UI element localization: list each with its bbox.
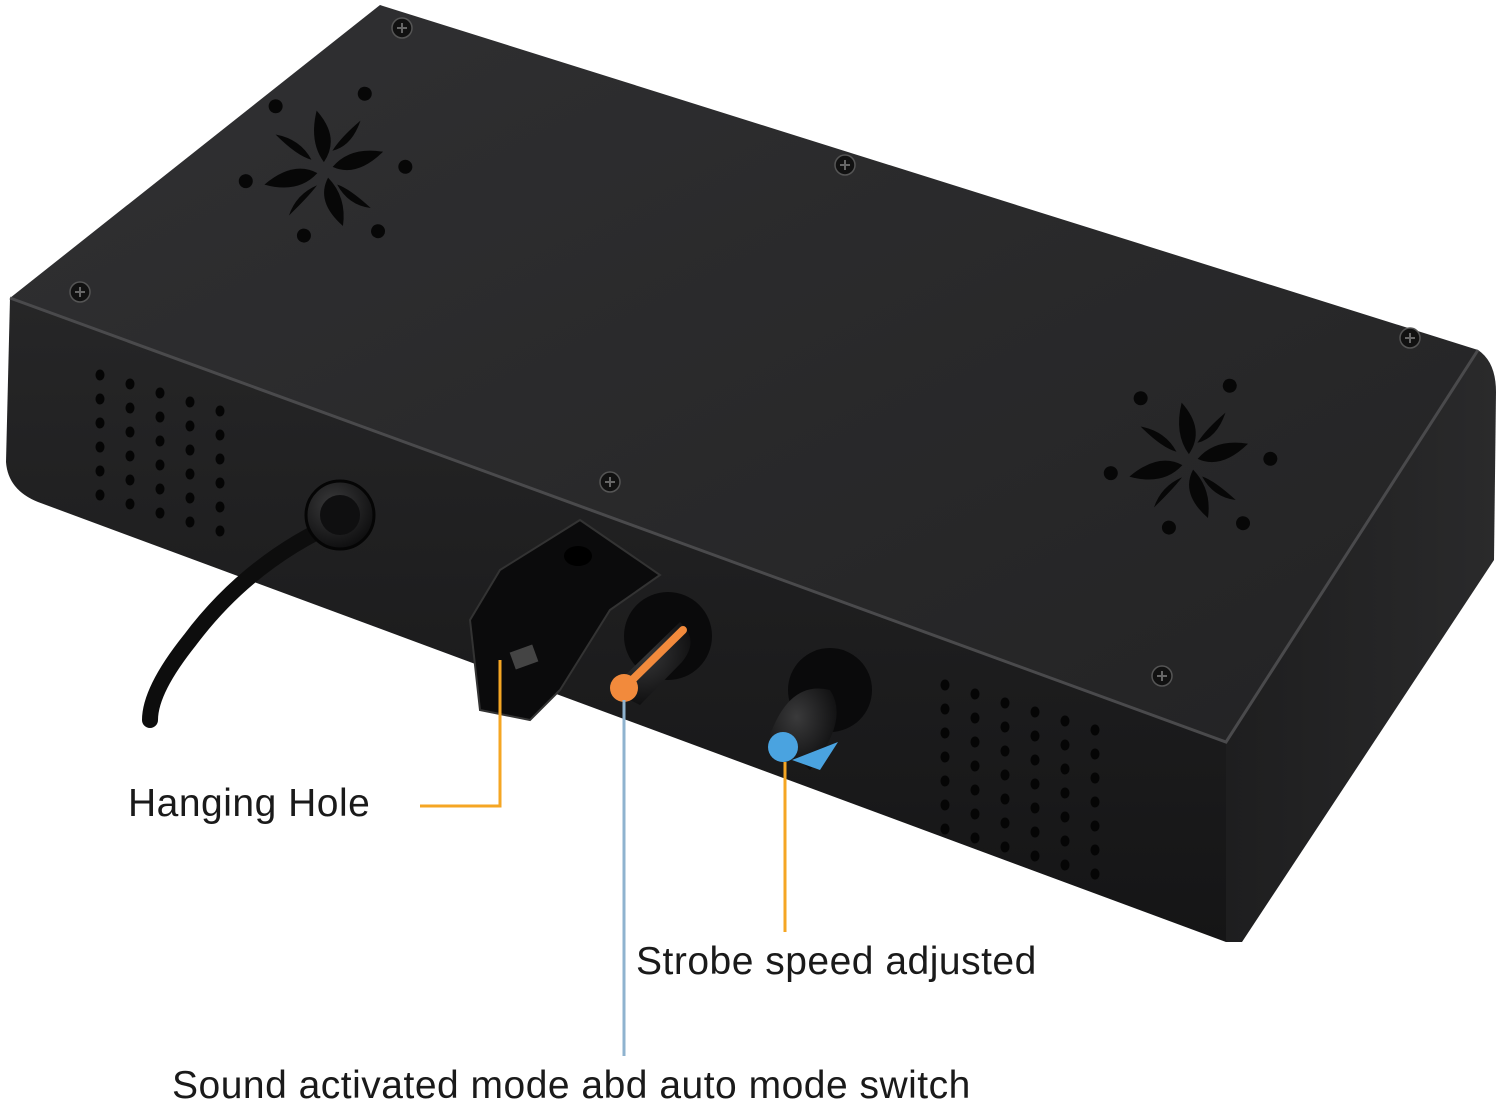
grille-hole [1090,820,1100,832]
grille-hole [1000,817,1010,829]
screw-icon [69,281,91,303]
grille-hole [155,507,165,519]
grille-hole [125,498,135,510]
power-cable-icon [142,512,350,728]
box-front-face [6,298,1226,942]
grille-hole [1000,721,1010,733]
grille-hole [940,679,950,691]
grille-hole [125,426,135,438]
grille-hole [1030,730,1040,742]
knob-icon [768,648,872,770]
fan-vent-icon [238,86,413,243]
grille-hole [1090,868,1100,880]
callout-label-hanging-hole: Hanging Hole [128,782,371,825]
grille-hole [1060,763,1070,775]
screw-icon [391,17,413,39]
grille-hole [970,832,980,844]
grille-hole [1090,748,1100,760]
grille-hole [940,703,950,715]
grille-hole [1060,715,1070,727]
grille-hole [95,465,105,477]
grille-hole [1000,841,1010,853]
screw-icon [599,471,621,493]
grille-hole [940,727,950,739]
grille-hole [155,411,165,423]
grille-hole [155,483,165,495]
grille-hole [1000,745,1010,757]
knob-icon [610,592,712,705]
grille-hole [95,489,105,501]
grille-hole [1060,859,1070,871]
grille-hole [95,369,105,381]
grille-hole [125,402,135,414]
grille-hole [1000,793,1010,805]
grille-hole [95,417,105,429]
grille-hole [215,501,225,513]
grille-hole [1060,739,1070,751]
grille-hole [155,435,165,447]
grille-hole [970,760,980,772]
grille-hole [940,799,950,811]
grille-hole [155,459,165,471]
grille-hole [185,516,195,528]
grille-hole [155,387,165,399]
callout-label-mode-switch: Sound activated mode abd auto mode switc… [172,1064,971,1107]
speaker-grille-icon [940,679,1100,880]
box-right-face [1226,350,1496,942]
grille-hole [125,450,135,462]
grille-hole [125,474,135,486]
fan-vent-icon [1103,378,1278,535]
grille-hole [185,396,195,408]
speaker-grille-icon [95,369,225,537]
grille-hole [940,775,950,787]
grille-hole [1090,844,1100,856]
grille-hole [125,378,135,390]
grille-hole [940,823,950,835]
grille-hole [1090,796,1100,808]
grille-hole [1030,754,1040,766]
grille-hole [1030,778,1040,790]
grille-hole [940,751,950,763]
screw-icon [834,154,856,176]
box-top-face [10,5,1478,742]
grille-hole [970,736,980,748]
grille-hole [215,477,225,489]
callout-label-strobe-speed: Strobe speed adjusted [636,940,1037,983]
grille-hole [970,712,980,724]
grille-hole [1030,850,1040,862]
grille-hole [1060,787,1070,799]
grille-hole [185,492,195,504]
grille-hole [970,688,980,700]
screw-icon [1399,327,1421,349]
grille-hole [970,784,980,796]
grille-hole [1090,724,1100,736]
grille-hole [215,525,225,537]
grille-hole [215,429,225,441]
grille-hole [1090,772,1100,784]
grille-hole [1000,769,1010,781]
callout-line-hanging-hole [420,660,502,808]
grille-hole [215,453,225,465]
bracket-icon [468,518,662,722]
grille-hole [95,441,105,453]
grille-hole [1060,835,1070,847]
grille-hole [970,808,980,820]
grille-hole [1060,811,1070,823]
grille-hole [1030,802,1040,814]
screw-icon [1151,665,1173,687]
grille-hole [185,468,195,480]
grille-hole [1000,697,1010,709]
grille-hole [185,420,195,432]
grille-hole [1030,826,1040,838]
grille-hole [185,444,195,456]
grille-hole [95,393,105,405]
grille-hole [1030,706,1040,718]
grille-hole [215,405,225,417]
